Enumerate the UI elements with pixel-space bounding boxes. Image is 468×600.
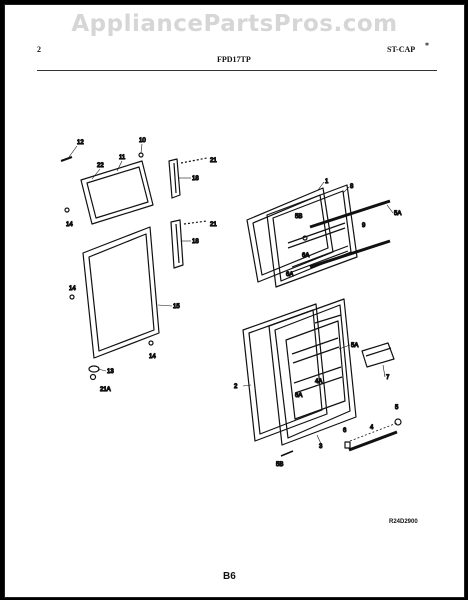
watermark: AppliancePartsPros.com xyxy=(71,11,398,37)
stud-5 xyxy=(394,418,402,426)
upper-door-gasket xyxy=(80,160,154,225)
callout-14-bottom: 14 xyxy=(149,354,156,360)
screw-21-leaders xyxy=(180,157,208,225)
screw-5b-upper xyxy=(302,235,308,241)
callout-5a-lower: 5A xyxy=(351,343,358,349)
callout-1: 1 xyxy=(325,179,329,185)
page-number: 2 xyxy=(37,45,41,54)
callout-10: 10 xyxy=(139,138,146,144)
callout-6a-door: 6A xyxy=(295,393,302,399)
hinge-parts-13-21a xyxy=(88,365,100,381)
freezer-shelf-bars-9 xyxy=(309,199,391,269)
callout-22: 22 xyxy=(97,163,104,169)
cap-6 xyxy=(344,441,351,449)
callout-5b-upper: 5B xyxy=(295,214,302,220)
callout-18-upper: 18 xyxy=(192,176,199,182)
callout-5: 5 xyxy=(395,405,399,411)
model-number: FPD17TP xyxy=(217,55,251,64)
callout-18-lower: 18 xyxy=(192,239,199,245)
screw-5b-lower xyxy=(280,450,294,457)
callout-8: 8 xyxy=(350,184,354,190)
exploded-view-drawing: 12 10 22 11 21 18 14 21 18 14 15 14 13 2… xyxy=(60,137,402,469)
screw-10 xyxy=(138,152,144,158)
header-rule xyxy=(37,70,437,71)
callout-5b-lower: 5B xyxy=(276,462,283,468)
callout-21-lower: 21 xyxy=(210,222,217,228)
callout-7: 7 xyxy=(386,375,390,381)
callout-6a-lower: 6A xyxy=(286,272,293,278)
section-code: ST-CAP xyxy=(387,45,416,54)
lower-door-gasket xyxy=(82,226,160,359)
callout-11: 11 xyxy=(119,155,126,161)
callout-12: 12 xyxy=(77,140,84,146)
callout-4a: 4A xyxy=(315,379,322,385)
diagram-page: AppliancePartsPros.com 2 FPD17TP ST-CAP … xyxy=(4,4,465,598)
freezer-door-assembly xyxy=(246,184,358,288)
screw-14-bottom xyxy=(148,340,154,346)
asterisk-mark: * xyxy=(425,41,429,50)
callout-21a: 21A xyxy=(100,387,111,393)
callout-15: 15 xyxy=(173,304,180,310)
callout-6: 6 xyxy=(343,428,347,434)
callout-13: 13 xyxy=(107,369,114,375)
door-shelf-7 xyxy=(361,342,395,368)
callout-6a-upper: 6A xyxy=(302,253,309,259)
handle-upper xyxy=(168,158,181,199)
shelf-bar-4 xyxy=(348,422,398,452)
callout-14-left: 14 xyxy=(69,286,76,292)
callout-4: 4 xyxy=(370,425,374,431)
handle-lower xyxy=(170,219,184,269)
callout-2: 2 xyxy=(234,384,238,390)
screw-14-left xyxy=(69,294,75,300)
callout-9: 9 xyxy=(362,223,366,229)
leader-lines xyxy=(68,143,394,447)
screw-14-upper xyxy=(64,207,70,213)
small-part-12 xyxy=(60,156,73,162)
callout-3: 3 xyxy=(319,444,323,450)
callout-14-upper: 14 xyxy=(66,222,73,228)
callout-5a-upper: 5A xyxy=(394,211,401,217)
fresh-food-door-assembly xyxy=(242,298,357,446)
callout-21-upper: 21 xyxy=(210,158,217,164)
drawing-reference-code: R24D2900 xyxy=(389,519,418,525)
page-label: B6 xyxy=(223,571,236,582)
